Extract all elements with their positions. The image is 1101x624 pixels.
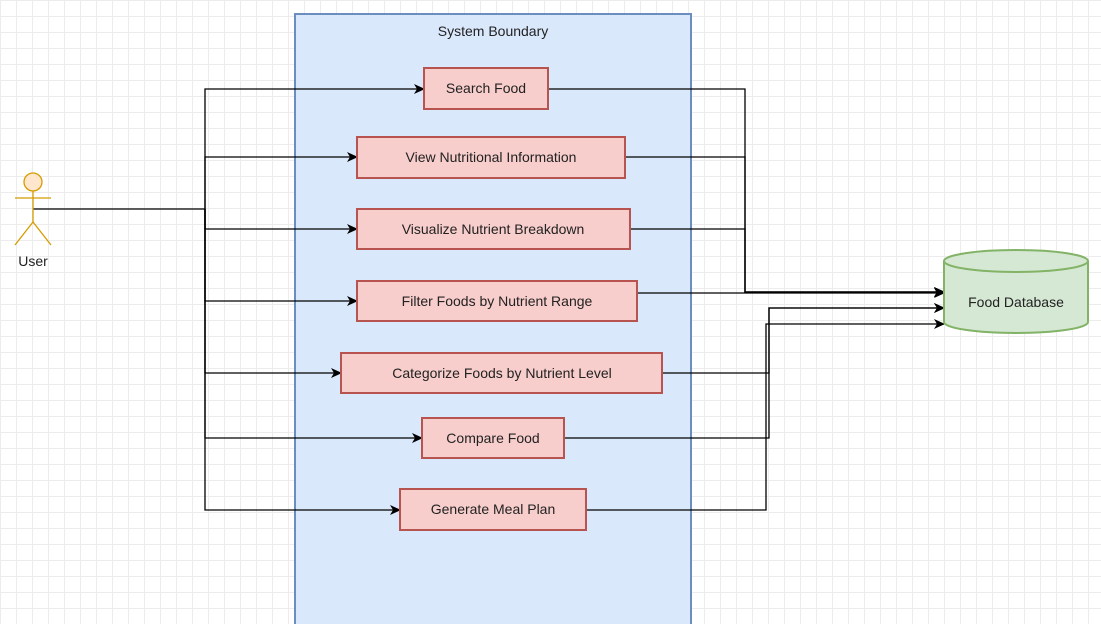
use-case-categorize-foods-by-nutrient-level[interactable]: Categorize Foods by Nutrient Level	[340, 352, 663, 394]
use-case-to-database-connector-5	[662, 303, 945, 374]
use-case-label: View Nutritional Information	[406, 149, 577, 165]
use-case-label: Visualize Nutrient Breakdown	[402, 221, 585, 237]
user-to-use-case-connector-2	[204, 152, 358, 209]
use-case-generate-meal-plan[interactable]: Generate Meal Plan	[399, 488, 587, 531]
use-case-label: Generate Meal Plan	[431, 501, 556, 517]
use-case-label: Search Food	[446, 80, 526, 96]
system-boundary-title: System Boundary	[438, 23, 549, 39]
user-to-use-case-connector-7	[204, 209, 401, 515]
use-case-label: Compare Food	[446, 430, 539, 446]
use-case-to-database-connector-6	[564, 303, 945, 439]
use-case-search-food[interactable]: Search Food	[423, 67, 549, 110]
use-case-to-database-connector-3	[630, 228, 945, 297]
use-case-compare-food[interactable]: Compare Food	[421, 417, 565, 459]
use-case-to-database-connector-7	[586, 319, 945, 511]
use-case-view-nutritional-information[interactable]: View Nutritional Information	[356, 136, 626, 179]
use-case-visualize-nutrient-breakdown[interactable]: Visualize Nutrient Breakdown	[356, 208, 631, 250]
use-case-label: Filter Foods by Nutrient Range	[402, 293, 593, 309]
database-food-database[interactable]: Food Database	[943, 249, 1089, 334]
use-case-filter-foods-by-nutrient-range[interactable]: Filter Foods by Nutrient Range	[356, 280, 638, 322]
user-connectors	[33, 84, 425, 515]
database-label: Food Database	[968, 294, 1064, 310]
use-case-list: Search Food View Nutritional Information…	[340, 67, 663, 531]
stick-figure-icon	[14, 172, 52, 246]
database-connectors	[548, 88, 945, 511]
use-case-label: Categorize Foods by Nutrient Level	[392, 365, 611, 381]
database-cylinder-icon	[943, 249, 1089, 334]
actor-label: User	[18, 253, 48, 269]
actor-user[interactable]: User	[14, 172, 52, 269]
